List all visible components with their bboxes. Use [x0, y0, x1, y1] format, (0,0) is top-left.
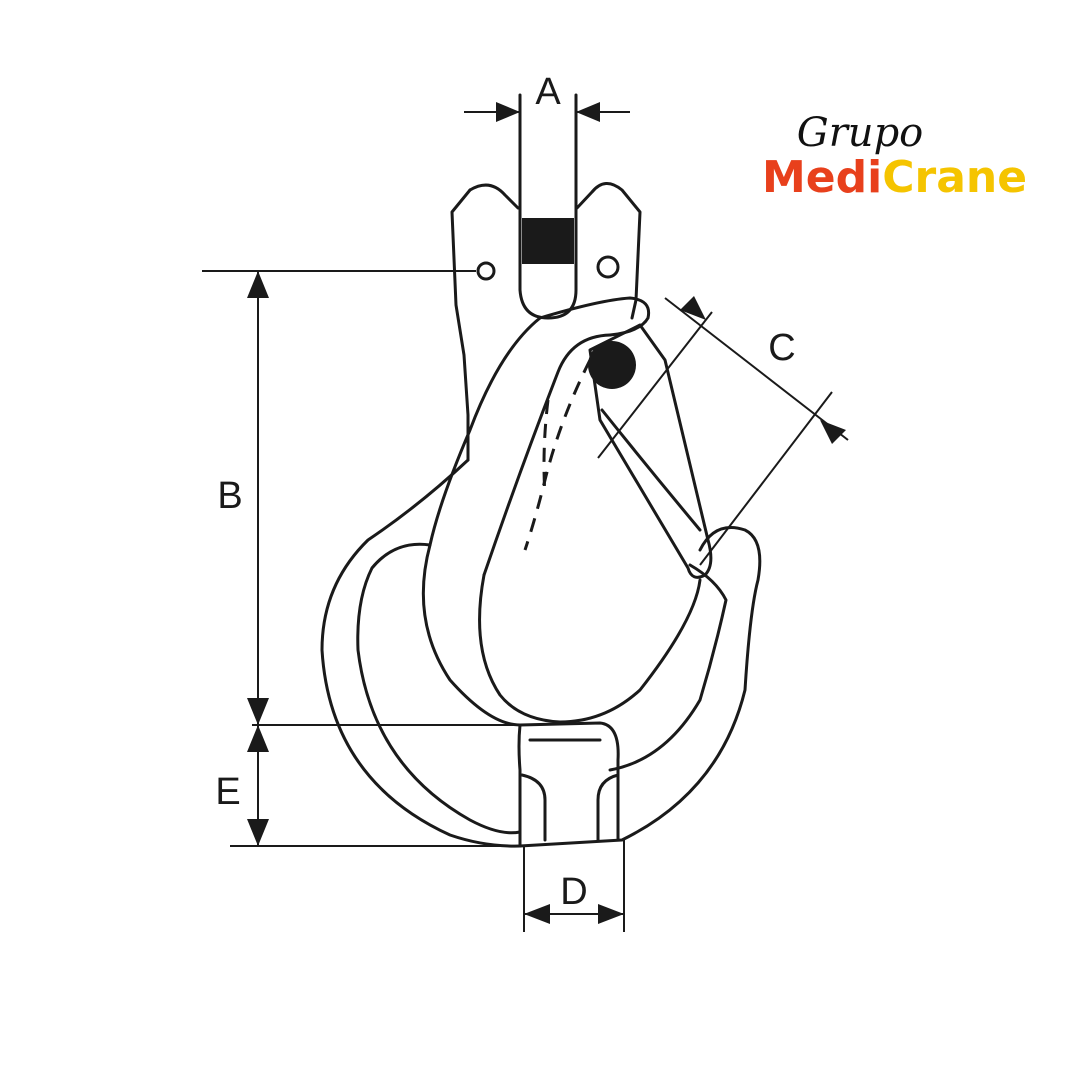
- hook-shell: [320, 296, 762, 848]
- grupo-medicrane-logo: Grupo MediCrane: [762, 110, 1027, 203]
- clevis-body: [450, 182, 642, 462]
- hook-eye: [421, 316, 702, 727]
- svg-text:MediCrane: MediCrane: [762, 152, 1027, 203]
- dimension-label-c: C: [768, 327, 795, 369]
- dimension-label-b: B: [217, 475, 242, 517]
- dimension-label-e: E: [215, 771, 240, 813]
- dimension-b: B: [202, 270, 520, 726]
- dimension-label-a: A: [535, 71, 561, 113]
- bottom-shank: [517, 721, 620, 848]
- chain-link-stub: [518, 93, 578, 320]
- logo-text-grupo: Grupo: [797, 110, 924, 156]
- dimension-d: D: [523, 840, 625, 932]
- dimension-c: C: [597, 296, 849, 566]
- safety-latch: [523, 323, 713, 579]
- dimension-a: A: [464, 71, 630, 122]
- logo-text-medi: Medi: [762, 152, 882, 203]
- dimension-e: E: [215, 725, 520, 847]
- dimension-label-d: D: [560, 871, 587, 913]
- logo-text-crane: Crane: [882, 152, 1027, 203]
